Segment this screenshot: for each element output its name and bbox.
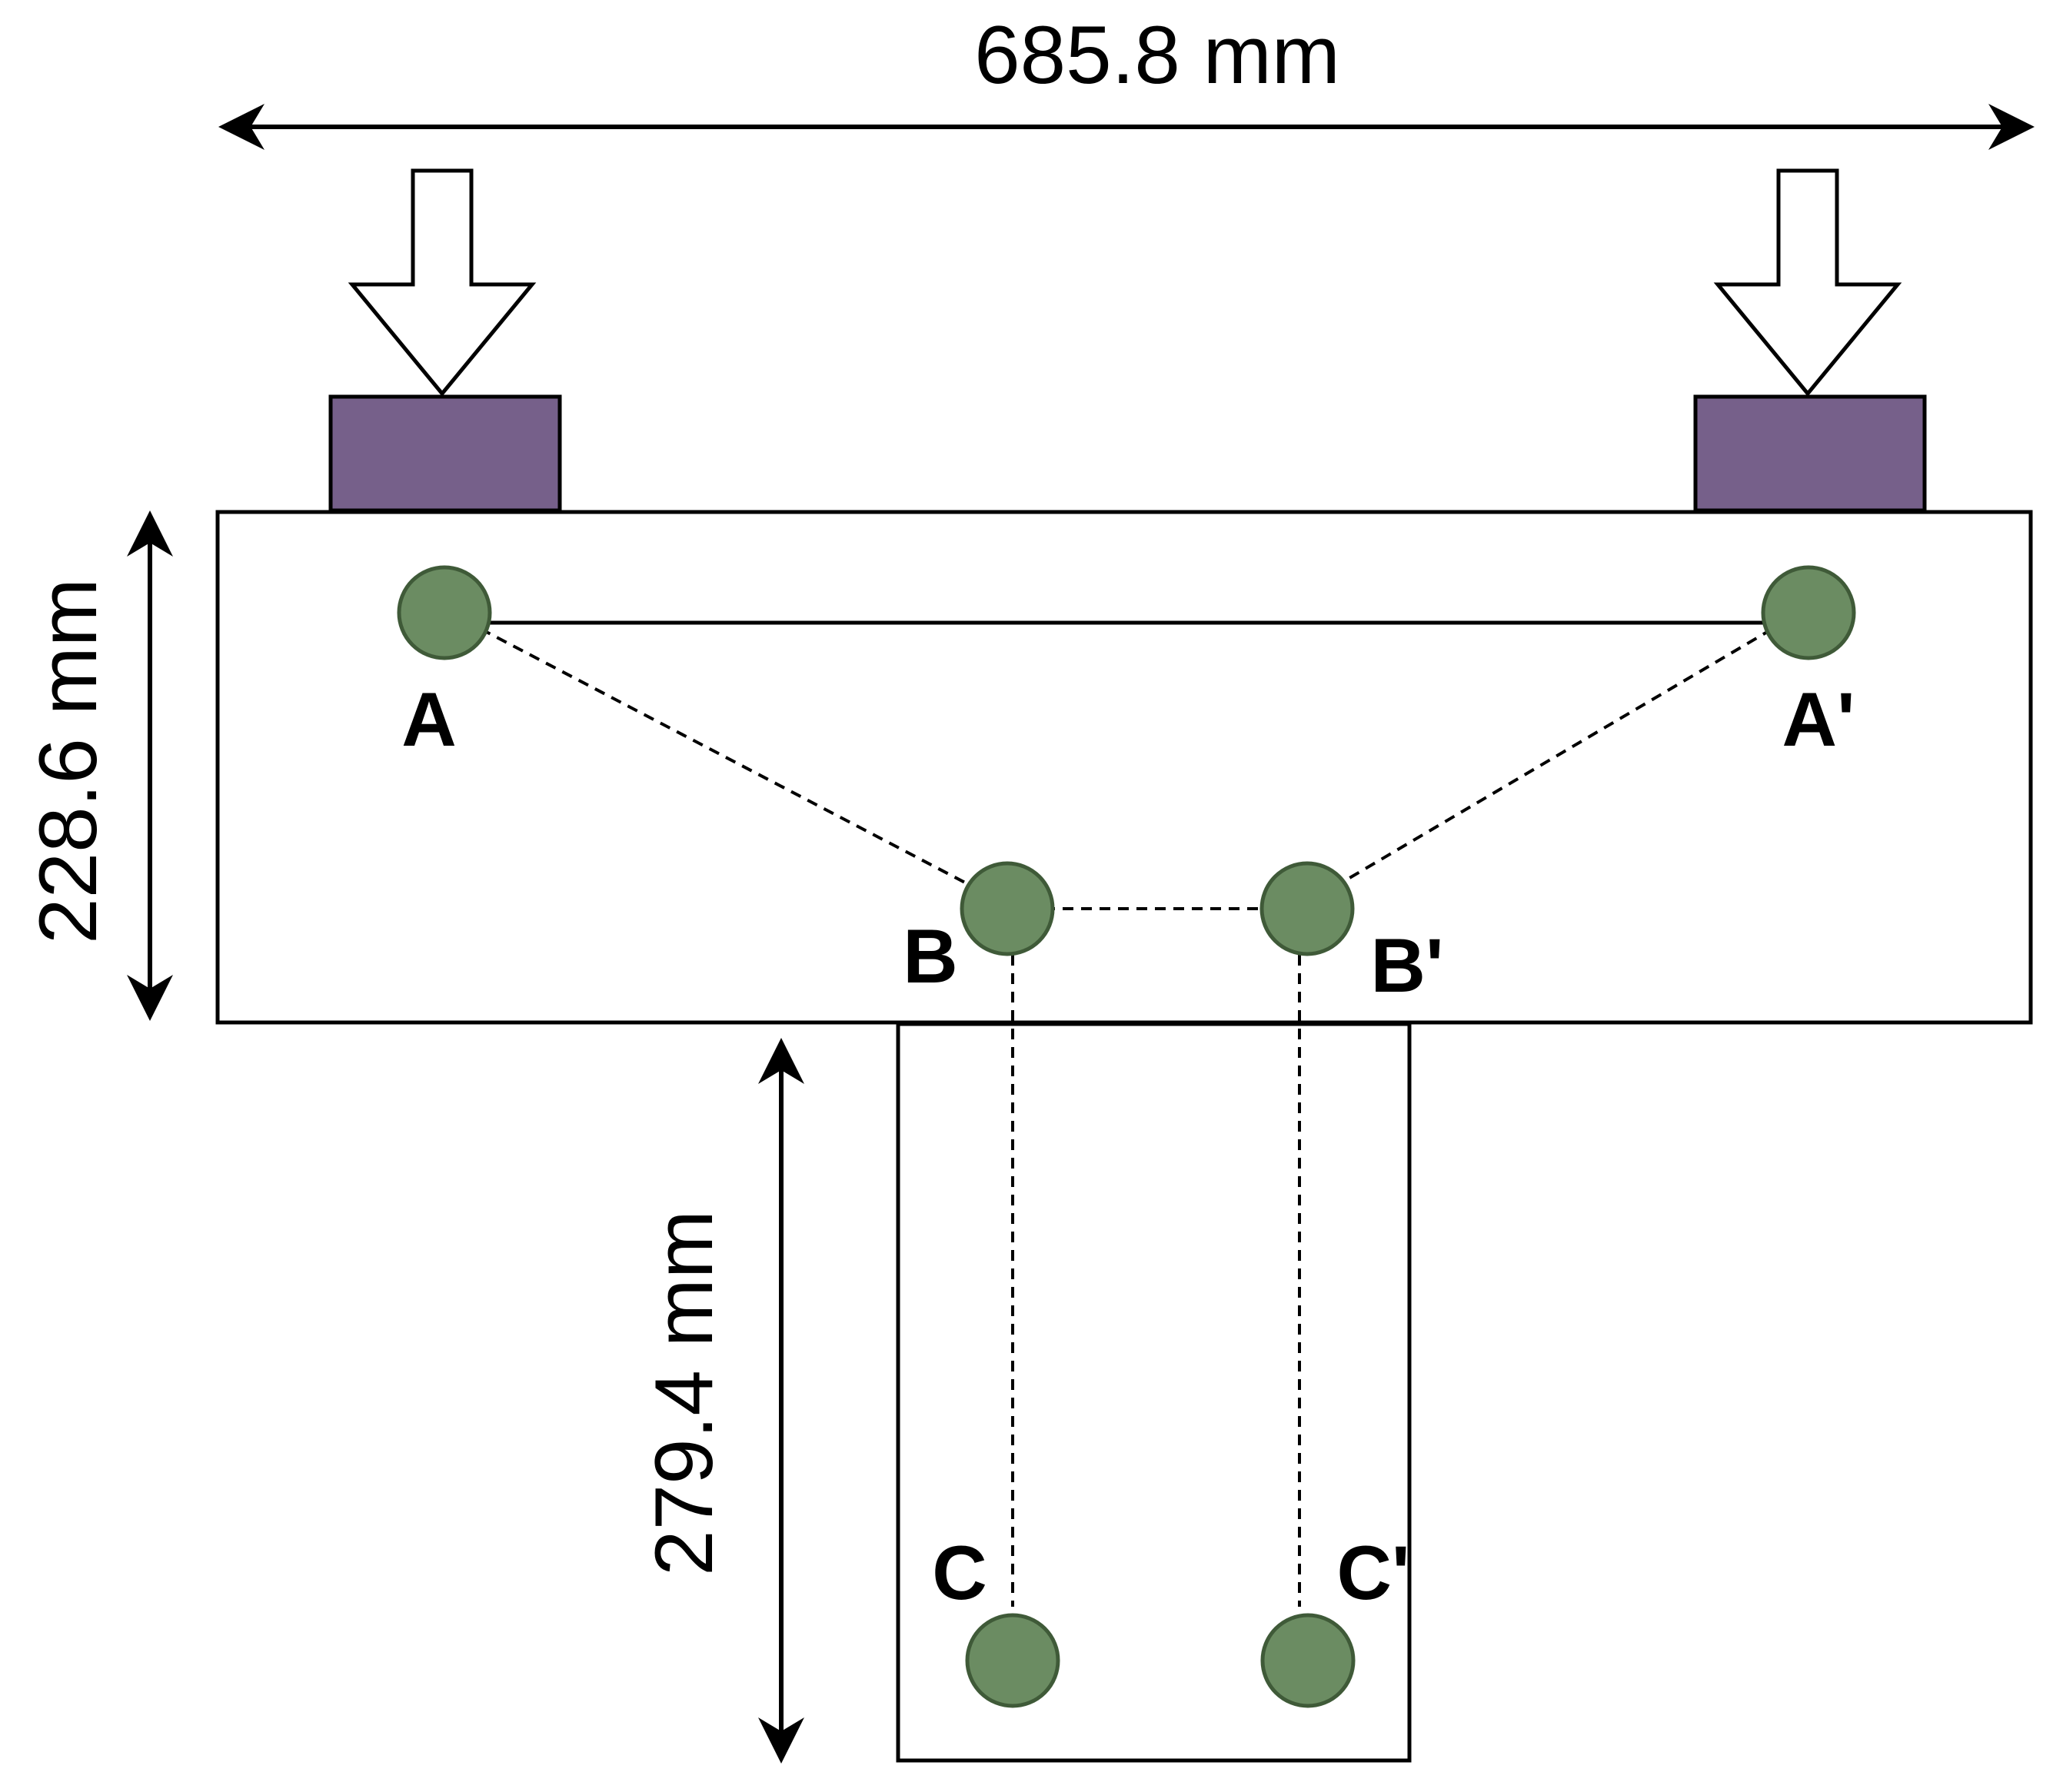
width-dimension-label: 685.8 mm [974, 8, 1340, 101]
node-label-c: C [932, 1530, 987, 1615]
bearing-plate-right [1693, 394, 1927, 513]
flange-section [215, 510, 2033, 1025]
node-b [960, 861, 1055, 956]
node-b-prime [1259, 861, 1355, 956]
node-label-c-prime: C' [1336, 1530, 1409, 1615]
load-arrow-right [1713, 168, 1902, 397]
node-label-a-prime: A' [1782, 677, 1855, 762]
node-a-prime [1761, 565, 1856, 660]
node-label-b-prime: B' [1370, 923, 1443, 1008]
web-depth-label: 279.4 mm [637, 1210, 730, 1576]
node-c [965, 1613, 1060, 1708]
load-arrow-left [348, 168, 537, 397]
strut-a-prime-b-prime [1340, 627, 1774, 884]
node-c-prime [1260, 1613, 1356, 1708]
node-label-b: B [903, 913, 958, 999]
bearing-plate-left [328, 394, 562, 513]
node-a [397, 565, 492, 660]
node-label-a: A [401, 677, 457, 762]
flange-depth-label: 228.6 mm [22, 578, 114, 944]
